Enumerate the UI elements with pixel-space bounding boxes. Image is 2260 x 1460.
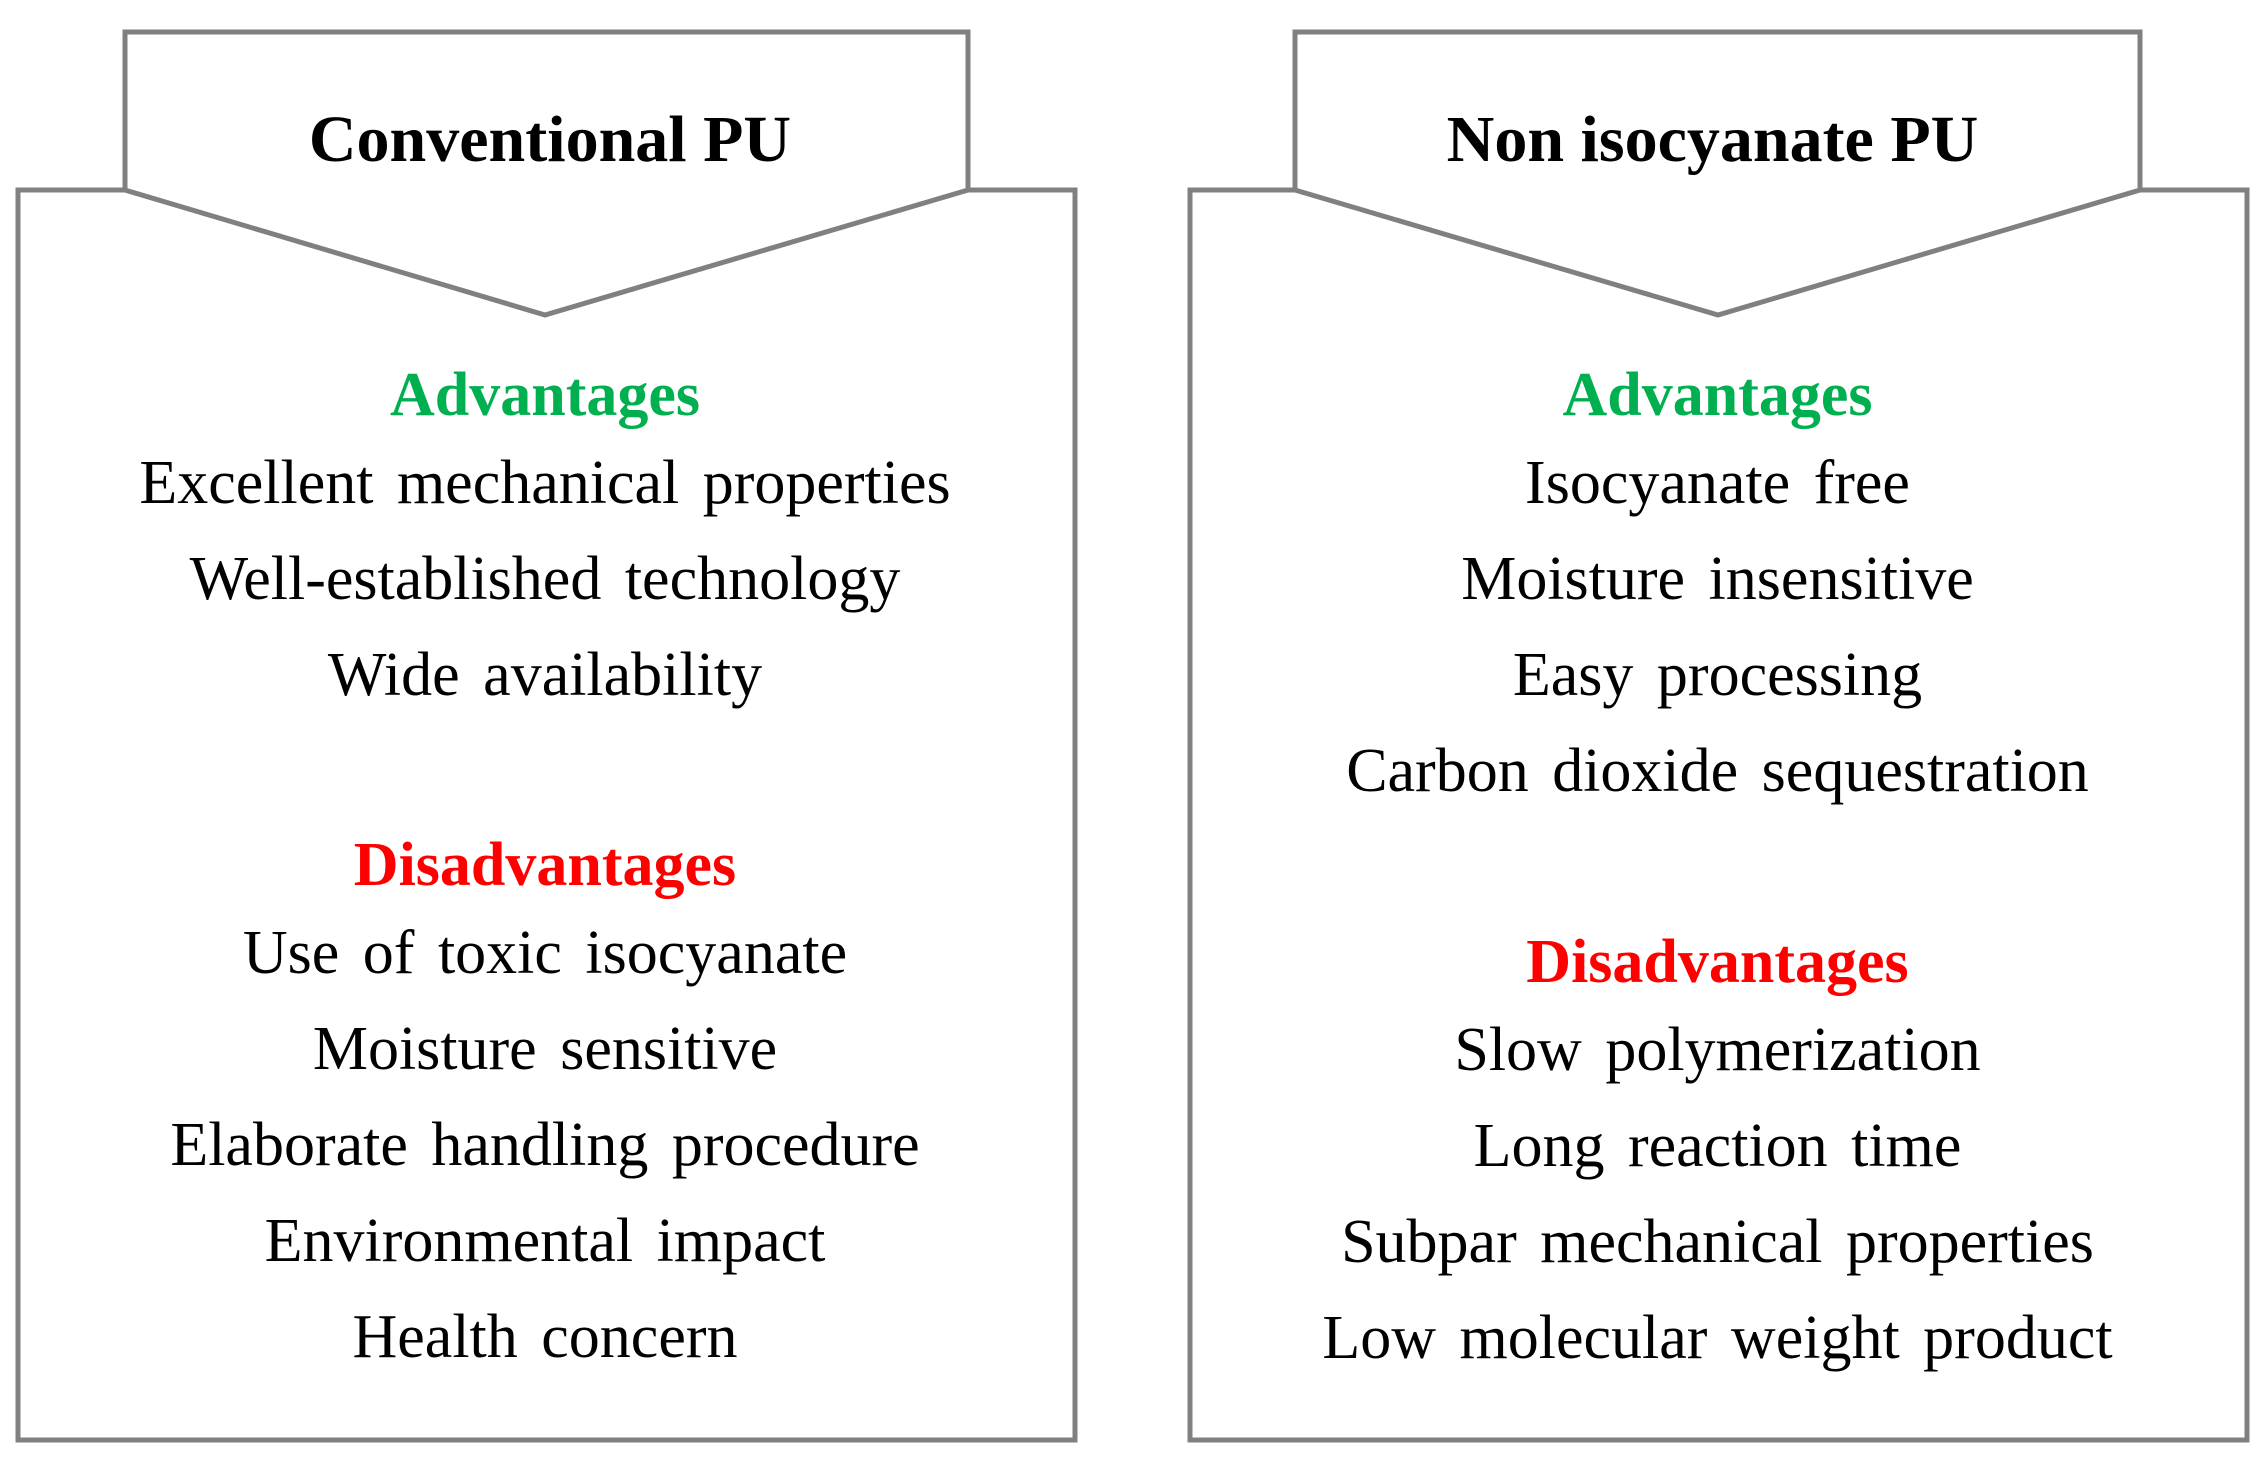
non-isocyanate-pu-content: Advantages Isocyanate free Moisture inse…	[1190, 355, 2245, 1386]
non-isocyanate-disadvantage-item: Low molecular weight product	[1322, 1304, 2113, 1372]
non-isocyanate-pu-panel: Non isocyanate PU Advantages Isocyanate …	[1170, 0, 2260, 1460]
non-isocyanate-pu-title: Non isocyanate PU	[1446, 103, 1979, 176]
conventional-pu-title: Conventional PU	[308, 103, 792, 176]
non-isocyanate-disadvantage-item: Long reaction time	[1473, 1112, 1962, 1180]
non-isocyanate-title-tab	[1292, 29, 2143, 318]
conventional-disadvantages-heading: Disadvantages	[353, 831, 737, 899]
conventional-pu-content: Advantages Excellent mechanical properti…	[20, 355, 1070, 1385]
non-isocyanate-advantage-item: Isocyanate free	[1525, 449, 1910, 517]
non-isocyanate-disadvantages-heading: Disadvantages	[1526, 928, 1909, 996]
conventional-disadvantage-item: Health concern	[352, 1303, 738, 1371]
conventional-advantage-item: Well-established technology	[189, 545, 901, 613]
conventional-disadvantage-item: Moisture sensitive	[312, 1015, 778, 1083]
conventional-disadvantage-item: Elaborate handling procedure	[170, 1111, 920, 1179]
conventional-advantage-item: Wide availability	[327, 641, 763, 709]
non-isocyanate-advantage-item: Moisture insensitive	[1461, 545, 1974, 613]
conventional-advantages-heading: Advantages	[389, 361, 701, 429]
conventional-box-outline	[15, 187, 1078, 1443]
conventional-advantage-item: Excellent mechanical properties	[139, 449, 951, 517]
conventional-title-tab	[122, 29, 971, 318]
conventional-pu-panel: Conventional PU Advantages Excellent mec…	[0, 0, 1100, 1460]
non-isocyanate-advantage-item: Easy processing	[1512, 641, 1923, 709]
non-isocyanate-advantage-item: Carbon dioxide sequestration	[1346, 737, 2089, 805]
non-isocyanate-advantages-heading: Advantages	[1562, 361, 1873, 429]
conventional-disadvantage-item: Use of toxic isocyanate	[242, 919, 848, 987]
conventional-disadvantage-item: Environmental impact	[264, 1207, 826, 1275]
non-isocyanate-disadvantage-item: Subpar mechanical properties	[1341, 1208, 2094, 1276]
non-isocyanate-disadvantage-item: Slow polymerization	[1454, 1016, 1981, 1084]
non-isocyanate-box-outline	[1187, 187, 2250, 1443]
